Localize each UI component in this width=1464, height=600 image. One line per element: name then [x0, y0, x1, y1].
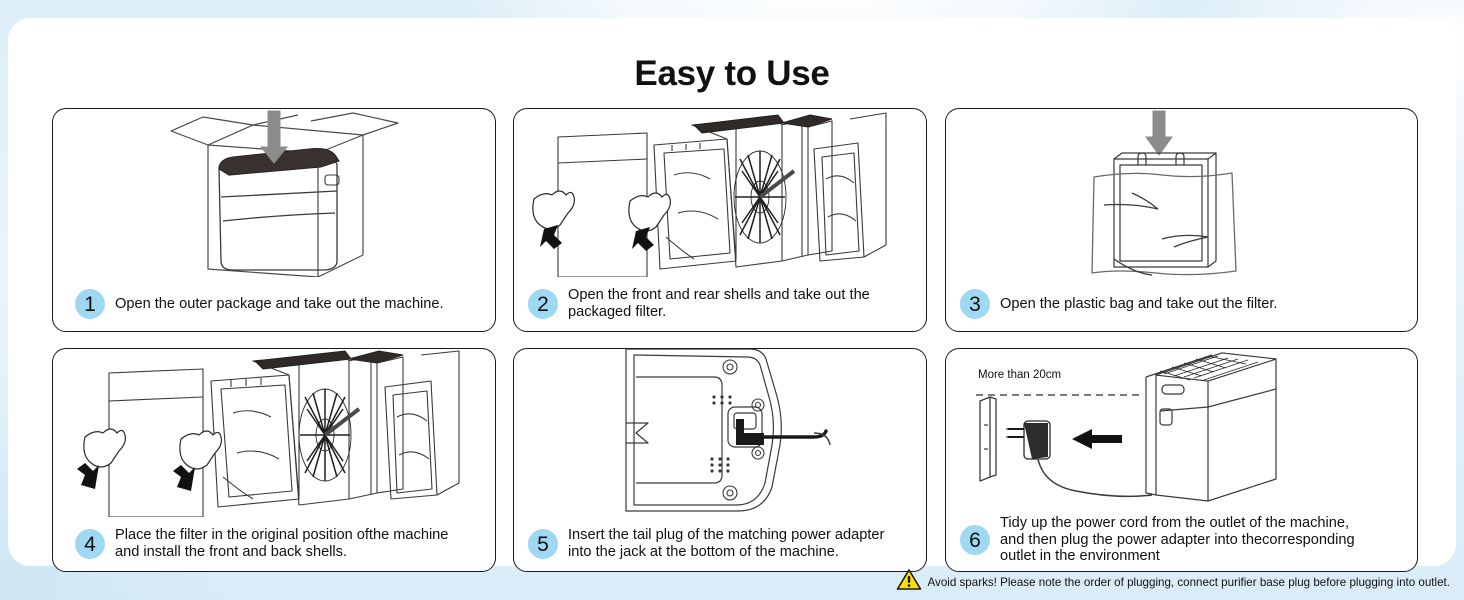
step-badge-2: 2	[528, 289, 558, 319]
step-badge-4: 4	[75, 529, 105, 559]
step-text-3: Open the plastic bag and take out the fi…	[1000, 295, 1278, 312]
step-caption-2: 2 Open the front and rear shells and tak…	[514, 277, 918, 331]
step-badge-3: 3	[960, 289, 990, 319]
step-caption-6: 6 Tidy up the power cord from the outlet…	[946, 509, 1409, 571]
step-caption-5: 5 Insert the tail plug of the matching p…	[514, 517, 918, 571]
step-text-4: Place the filter in the original positio…	[115, 527, 449, 560]
step-text-2: Open the front and rear shells and take …	[568, 287, 870, 320]
step-badge-5: 5	[528, 529, 558, 559]
warning-footer: Avoid sparks! Please note the order of p…	[896, 568, 1451, 596]
step-caption-3: 3 Open the plastic bag and take out the …	[946, 277, 1409, 331]
warning-text: Avoid sparks! Please note the order of p…	[927, 575, 1451, 589]
hands-installing-shell-icon	[53, 349, 495, 517]
step-text-5: Insert the tail plug of the matching pow…	[568, 527, 885, 560]
distance-annotation: More than 20cm	[978, 369, 1062, 381]
step-badge-1: 1	[75, 289, 105, 319]
step-badge-6: 6	[960, 525, 990, 555]
step-caption-1: 1 Open the outer package and take out th…	[53, 277, 487, 331]
step-text-6: Tidy up the power cord from the outlet o…	[1000, 514, 1355, 565]
warning-triangle-icon	[896, 568, 922, 596]
box-with-purifier-icon	[53, 109, 495, 277]
plug-into-outlet-icon: More than 20cm	[946, 349, 1417, 509]
step-caption-4: 4 Place the filter in the original posit…	[53, 517, 487, 571]
filter-in-bag-icon	[946, 109, 1417, 277]
step-panel-1: 1 Open the outer package and take out th…	[52, 108, 496, 332]
step-text-1: Open the outer package and take out the …	[115, 295, 444, 312]
step-panel-5: 5 Insert the tail plug of the matching p…	[513, 348, 927, 572]
step-panel-6: More than 20cm 6 Tidy up the power cord …	[945, 348, 1418, 572]
power-jack-bottom-icon	[514, 349, 926, 517]
hands-removing-shell-icon	[514, 109, 926, 277]
step-panel-2: 2 Open the front and rear shells and tak…	[513, 108, 927, 332]
step-panel-4: 4 Place the filter in the original posit…	[52, 348, 496, 572]
page-title: Easy to Use	[634, 54, 830, 93]
step-panel-3: 3 Open the plastic bag and take out the …	[945, 108, 1418, 332]
